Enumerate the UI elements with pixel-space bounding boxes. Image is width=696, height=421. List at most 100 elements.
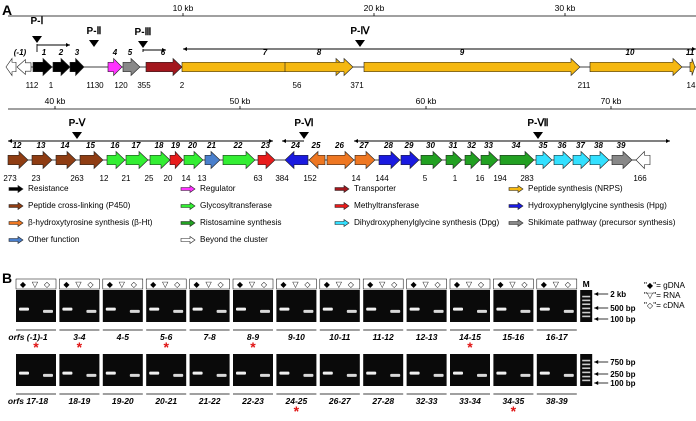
lane-symbol: ▽ [553, 280, 560, 289]
gel-band [563, 373, 574, 377]
ladder-label: 250 bp [610, 370, 635, 379]
gel-band [260, 373, 270, 377]
lane-symbol: ◆ [497, 280, 504, 289]
gene-arrow [106, 150, 126, 170]
lane-symbol: ▽ [423, 280, 430, 289]
gene-arrow [69, 57, 85, 77]
gel-band [192, 307, 203, 311]
gel-band [520, 373, 531, 377]
gap-label: 20 [164, 174, 173, 183]
legend-label: Glycosyltransferase [200, 201, 272, 210]
gap-label: 166 [633, 174, 647, 183]
legend-label: Methyltransferase [354, 201, 420, 210]
lane-symbol: ▽ [379, 280, 386, 289]
gene-arrow [611, 150, 633, 170]
lane-symbol: ▽ [509, 280, 516, 289]
gene-label: 13 [37, 141, 46, 150]
gap-label: 152 [303, 174, 317, 183]
gene-label: 15 [86, 141, 95, 150]
gene-label: 6 [161, 48, 166, 57]
gel-panel [146, 354, 187, 386]
ladder-pointer-head [594, 306, 599, 310]
gel-band [322, 371, 333, 375]
marker-band [582, 367, 591, 370]
marker-band [582, 311, 591, 314]
gene-arrow [354, 150, 376, 170]
gel-band [86, 373, 97, 377]
lane-symbol: ◆ [150, 280, 157, 289]
gel-band [192, 371, 203, 375]
gene-label: 27 [359, 141, 369, 150]
legend-arrow [180, 235, 196, 244]
gene-label: 12 [13, 141, 22, 150]
legend-label: β-hydroxytyrosine synthesis (β-Ht) [28, 218, 153, 227]
gap-label: 384 [275, 174, 289, 183]
legend-item: Other function [8, 235, 79, 244]
gene-arrow [122, 57, 141, 77]
gel-band [539, 307, 550, 311]
lane-label: 14-15 [459, 332, 481, 342]
legend-swatch [8, 201, 24, 210]
gel-panel [536, 354, 577, 386]
gene-arrow [257, 150, 276, 170]
gel-band [409, 307, 420, 311]
gene-label: 38 [594, 141, 603, 150]
panel-label-b: B [2, 270, 12, 286]
gene-arrow [55, 150, 77, 170]
promoter-direction-arrow [666, 139, 670, 143]
gel-band [43, 309, 53, 313]
lane-label: 12-13 [416, 332, 438, 342]
scale-tick-label: 70 kb [601, 96, 622, 106]
ladder-pointer-head [594, 372, 599, 376]
gene-label: 11 [686, 48, 695, 57]
legend-item: Ristosamine synthesis [180, 218, 281, 227]
gene-label: 26 [334, 141, 344, 150]
gene-label: 2 [58, 48, 64, 57]
gel-panel [319, 290, 360, 322]
lane-label: 15-16 [503, 332, 525, 342]
legend-swatch [334, 218, 350, 227]
gel-band [279, 371, 290, 375]
gene-label: 3 [75, 48, 80, 57]
promoter-direction-arrow [692, 47, 696, 51]
gap-label: 13 [198, 174, 207, 183]
lane-symbol: ◆ [411, 280, 418, 289]
scale-tick-label: 40 kb [45, 96, 66, 106]
panel-label-a: A [2, 2, 12, 18]
marker-lane [580, 354, 593, 386]
gene-label: 34 [512, 141, 521, 150]
gel-panel [493, 354, 534, 386]
lane-label: 27-28 [371, 396, 394, 406]
promoter-marker [89, 40, 99, 47]
promoter-label: P-Ⅵ [294, 118, 313, 129]
gene-arrow [445, 150, 463, 170]
gap-label: 2 [180, 81, 185, 90]
legend-label: Ristosamine synthesis [200, 218, 282, 227]
legend-label: Other function [28, 235, 80, 244]
lane-symbol: ◆ [454, 280, 461, 289]
marker-band [582, 307, 591, 310]
gel-panel [450, 354, 490, 386]
gap-label: 355 [137, 81, 151, 90]
lane-label: 16-17 [546, 332, 569, 342]
gel-panel [363, 290, 404, 322]
gel-row1: ◆▽◇orfs (-1)-1*◆▽◇3-4*◆▽◇4-5◆▽◇5-6*◆▽◇7-… [8, 278, 636, 355]
lane-label: 4-5 [116, 332, 130, 342]
lane-symbol: ▽ [336, 280, 343, 289]
gene-label: 21 [206, 141, 216, 150]
gel-band [366, 371, 377, 375]
gene-arrow [149, 150, 171, 170]
lane-symbol: ▽ [119, 280, 126, 289]
gene-label: 25 [311, 141, 321, 150]
lane-symbol-box [362, 278, 404, 290]
gel-band [520, 309, 531, 313]
legend-arrow [180, 201, 196, 210]
legend-swatch [180, 218, 196, 227]
gene-arrow [52, 57, 71, 77]
promoter-direction-arrow [354, 139, 358, 143]
gel-panel [146, 290, 187, 322]
gene-label: 1 [42, 48, 47, 57]
